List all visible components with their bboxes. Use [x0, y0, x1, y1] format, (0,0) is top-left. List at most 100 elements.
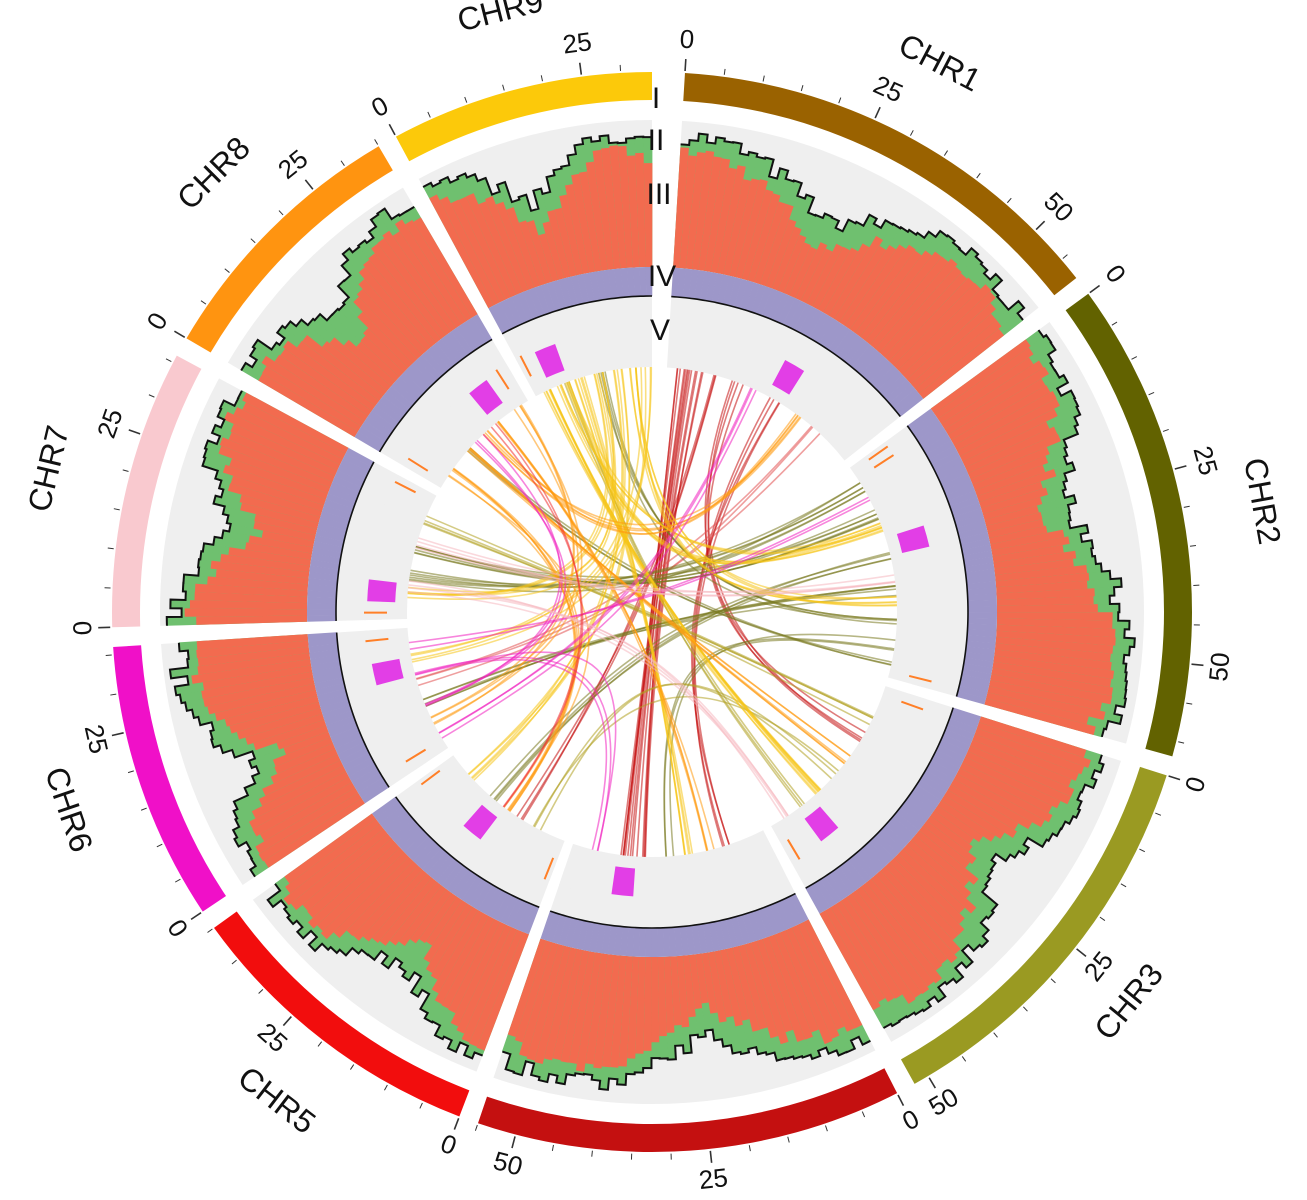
chr4-tick-label: 50: [490, 1145, 526, 1181]
chr7-track-iv-bin: [317, 522, 347, 537]
chr2-tick-label: 0: [1099, 259, 1132, 288]
chr5-track-v-line: [543, 857, 555, 880]
chr8-label: CHR8: [170, 130, 257, 217]
chr7-gene-density-bin: [220, 553, 311, 573]
chr6-gene-density-bin: [259, 781, 356, 842]
chr3-gene-density-bin: [944, 789, 1017, 839]
chr3-gene-density-bin: [937, 800, 996, 842]
chr1-gene-density-bin: [729, 178, 761, 278]
chr8-track-iv-bin: [456, 324, 478, 352]
chr2-track-iv-bin: [967, 629, 997, 638]
chr3-track-iv-bin: [906, 793, 935, 816]
chr1-track-iv-bin: [761, 288, 778, 318]
chr3-track-iv-bin: [896, 807, 924, 831]
chr4-tick: [897, 1094, 905, 1107]
chr8-track-iv-bin: [387, 386, 414, 410]
chr7-gene-density-bin: [240, 502, 319, 530]
chr8-gene-density-bin: [392, 230, 462, 328]
chr2-gene-density-bin: [995, 565, 1088, 582]
chr3-track-iv-bin: [856, 848, 881, 875]
chr7-track-iv-bin: [327, 487, 358, 504]
chr3-track-iv-bin: [936, 744, 966, 763]
chr1-track-iv-bin: [688, 269, 699, 299]
chr1-track-v-marker: [772, 360, 805, 395]
chr3-gene-density-bin: [889, 857, 965, 936]
chr4-track-iv-bin: [607, 925, 618, 955]
chr6-gene-density-bin: [224, 695, 319, 727]
chr6-track-iv-bin: [340, 747, 370, 766]
chr9-gene-density-bin: [578, 171, 602, 272]
chr8-track-iv-bin: [368, 410, 396, 433]
chr2-gene-density-bin: [986, 512, 1043, 533]
chr3-gene-density-bin: [972, 733, 1079, 782]
chr4-track-iv-bin: [632, 927, 641, 957]
chr4-track-iv-bin: [668, 927, 677, 957]
chr1-gene-density-bin: [879, 266, 963, 358]
chr9-track-iv-bin: [534, 285, 551, 315]
chr6-track-iv-bin: [313, 671, 343, 684]
chr3-gene-density-bin: [953, 773, 1045, 828]
chr2-label: CHR2: [1237, 455, 1288, 547]
chr1-gene-density-bin: [795, 242, 828, 301]
chr1-gene-density-bin: [898, 284, 992, 375]
chr1-tick: [1006, 197, 1012, 204]
chr1-track-iv-bin: [842, 336, 866, 364]
chr8-track-iv-bin: [383, 390, 410, 415]
chr8-gene-density-bin: [363, 259, 437, 347]
synteny-link: [704, 380, 861, 743]
chr9-label: CHR9: [454, 0, 547, 38]
chr1-track-iv-outline: [671, 295, 901, 418]
chr3-gene-density-bin: [922, 820, 977, 865]
chr3-track-iv-bin: [873, 833, 899, 859]
chr2-track-iv-bin: [967, 623, 997, 632]
chr2-gene-density-bin: [992, 545, 1064, 563]
chr1-gene-density-bin: [919, 328, 1005, 399]
chr6-gene-density-bin: [229, 701, 321, 734]
chr4-gene-density-bin: [750, 940, 789, 1045]
chr1-track-iv-bin: [793, 303, 813, 333]
chr5-gene-density-bin: [409, 889, 452, 944]
chr8-tick-label: 0: [140, 307, 173, 335]
chr6-track-iv-outline: [335, 632, 390, 788]
chr3-track-iv-bin: [925, 764, 954, 785]
chr2-gene-density-bin: [990, 673, 1113, 705]
track-label-i: I: [652, 82, 660, 115]
chr4-track-iv-bin: [736, 914, 751, 945]
chr5-tick: [384, 1084, 388, 1091]
chr3-track-v-line: [901, 700, 924, 711]
chr8-tick-label: 25: [272, 143, 313, 184]
chr1-gene-density-bin: [735, 179, 769, 279]
chr4-track-iv-bin: [769, 903, 786, 933]
chr7-gene-density-bin: [219, 436, 333, 488]
chr7-ideogram: [112, 355, 202, 628]
chr4-track-iv-bin: [691, 924, 702, 955]
synteny-link: [494, 557, 892, 801]
chr1-track-v-bg: [666, 324, 879, 461]
chr6-gene-density-bin: [191, 658, 312, 684]
chr2-track-iv-bin: [910, 413, 939, 436]
synteny-link: [416, 544, 895, 593]
chr9-gene-density-bin: [538, 233, 559, 282]
chr6-track-iv-bin: [317, 688, 347, 702]
chr1-gene-density-bin: [823, 243, 870, 316]
synteny-link: [466, 450, 846, 765]
chr1-track-iv-bin: [877, 370, 903, 395]
chr3-track-iv-bin: [945, 723, 975, 741]
synteny-link: [424, 585, 896, 705]
chr1-tick-label: 0: [679, 24, 695, 55]
chr5-gene-density-bin: [284, 813, 376, 884]
chr1-tick: [838, 97, 842, 104]
chr8-track-iv-bin: [357, 426, 386, 447]
chr5-track-iv-bin: [511, 900, 529, 930]
chr7-gene-density-bin: [253, 521, 316, 542]
chr2-gene-density-bin: [993, 550, 1077, 570]
chr6-tick: [174, 878, 181, 883]
chr5-track-iv-bg: [372, 769, 556, 935]
chr9-track-iv-bin: [499, 299, 518, 329]
chr2-track-iv-bin: [907, 408, 935, 431]
chr3-gene-density-bin: [845, 893, 922, 999]
chr2-track-iv-bin: [963, 556, 994, 568]
chr1-gene-density-bin: [812, 246, 851, 310]
chr5-tick: [453, 1118, 460, 1130]
